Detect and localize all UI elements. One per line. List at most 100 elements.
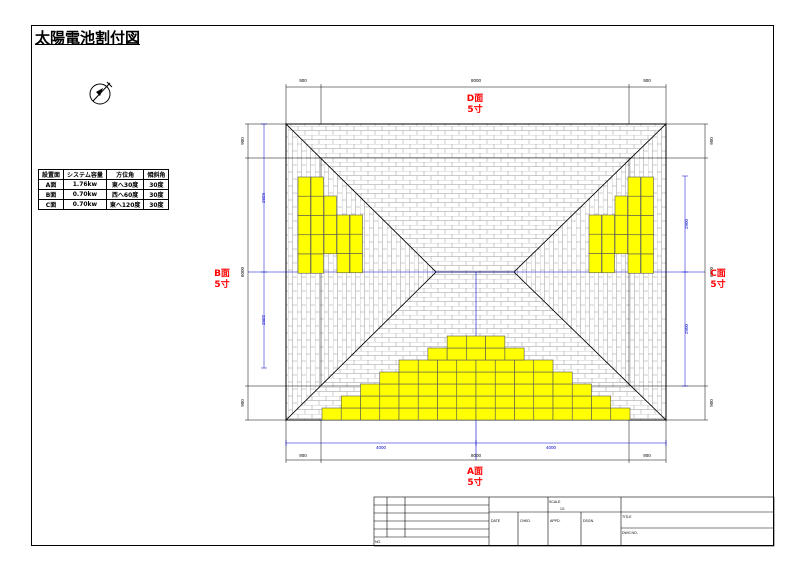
panel-a (485, 347, 506, 361)
panel-a (398, 407, 419, 421)
dim-right-panel-1: 2900 (684, 218, 689, 229)
panel-a (360, 395, 381, 409)
dim-right-2: 6000 (709, 266, 714, 277)
panel-b (349, 253, 363, 274)
scale-value: 1/1 (560, 507, 565, 511)
panel-a (514, 395, 535, 409)
panel-b (336, 214, 350, 235)
panel-a (514, 407, 535, 421)
face-pitch-c: 5寸 (710, 278, 725, 290)
panel-c (640, 215, 654, 236)
panel-a (456, 407, 477, 421)
panel-a (379, 407, 400, 421)
panel-a (533, 407, 554, 421)
panel-a (494, 407, 515, 421)
panel-b (323, 195, 337, 216)
dim-left-3: 900 (240, 399, 245, 407)
dimension-top (285, 84, 667, 124)
panel-c (588, 253, 602, 274)
panel-c (640, 234, 654, 255)
panel-a (475, 383, 496, 397)
date-label: DATE (491, 519, 501, 523)
face-label-d: D面 (467, 93, 483, 104)
drawing-sheet-border (31, 25, 774, 546)
title-label: TITLE (622, 515, 632, 519)
panel-a (494, 383, 515, 397)
spec-table-row: C面 0.70kw 東へ120度 30度 (37, 199, 170, 210)
panel-a (504, 347, 525, 361)
panel-a (591, 395, 612, 409)
panel-a (571, 383, 592, 397)
panel-a (494, 395, 515, 409)
dim-right-1: 900 (709, 137, 714, 145)
panel-a (494, 359, 515, 373)
panel-a (340, 395, 361, 409)
panel-a (437, 371, 458, 385)
panel-b (310, 195, 324, 216)
panel-b (349, 233, 363, 254)
spec-cell: 30度 (143, 199, 170, 210)
panel-a (552, 407, 573, 421)
panel-c (601, 253, 615, 274)
dim-left-2: 6000 (240, 266, 245, 277)
face-label-a: A面 (467, 466, 483, 477)
panel-a (417, 395, 438, 409)
panel-b (349, 214, 363, 235)
panel-a (552, 371, 573, 385)
panel-a (456, 395, 477, 409)
panel-b (310, 215, 324, 236)
panel-a (379, 395, 400, 409)
solar-panels (297, 176, 654, 421)
dim-bottom-1: 900 (299, 453, 307, 458)
dim-left-panel-2: 3382 (261, 315, 266, 326)
panel-c (640, 195, 654, 216)
spec-cell: C面 (37, 199, 65, 210)
panel-a (437, 395, 458, 409)
panel-c (614, 234, 628, 255)
panel-a (398, 383, 419, 397)
panel-c (627, 176, 641, 197)
panel-a (591, 407, 612, 421)
panel-c (588, 214, 602, 235)
spec-table: 設置面 システム容量 方位角 傾斜角 A面 1.76kw 東へ30度 30度 B… (37, 169, 170, 210)
panel-a (437, 383, 458, 397)
panel-a (475, 371, 496, 385)
panel-a (360, 383, 381, 397)
dim-top-1: 900 (299, 78, 307, 83)
panel-b (336, 253, 350, 274)
panel-a (417, 371, 438, 385)
panel-a (321, 407, 342, 421)
panel-a (610, 407, 631, 421)
panel-b (297, 253, 311, 274)
panel-a (475, 407, 496, 421)
face-pitch-a: 5寸 (467, 476, 482, 488)
panel-a (379, 371, 400, 385)
panel-a (533, 371, 554, 385)
spec-table-row: B面 0.70kw 西へ60度 30度 (37, 189, 170, 200)
panel-a (466, 347, 486, 361)
panel-a (379, 383, 400, 397)
panel-b (297, 176, 311, 197)
dim-left-panel-1: 6392 (261, 193, 266, 204)
dim-bottom-inner-2: 4000 (546, 445, 557, 450)
panel-a (437, 407, 458, 421)
panel-a (466, 335, 486, 349)
dsgn-label: DSGN. (583, 519, 594, 523)
panel-b (310, 253, 324, 274)
face-pitch-d: 5寸 (467, 103, 482, 115)
dimension-right (629, 123, 708, 421)
panel-b (323, 234, 337, 255)
panel-a (340, 407, 361, 421)
panel-c (640, 253, 654, 274)
panel-a (456, 359, 477, 373)
panel-c (588, 233, 602, 254)
panel-a (446, 347, 467, 361)
panel-b (323, 214, 337, 235)
dim-bottom-inner-1: 4000 (376, 445, 387, 450)
compass-icon (89, 81, 113, 105)
dim-right-panel-2: 2900 (684, 323, 689, 334)
dwg-label: DWG NO. (622, 531, 638, 535)
panel-a (475, 359, 496, 373)
panel-a (398, 371, 419, 385)
